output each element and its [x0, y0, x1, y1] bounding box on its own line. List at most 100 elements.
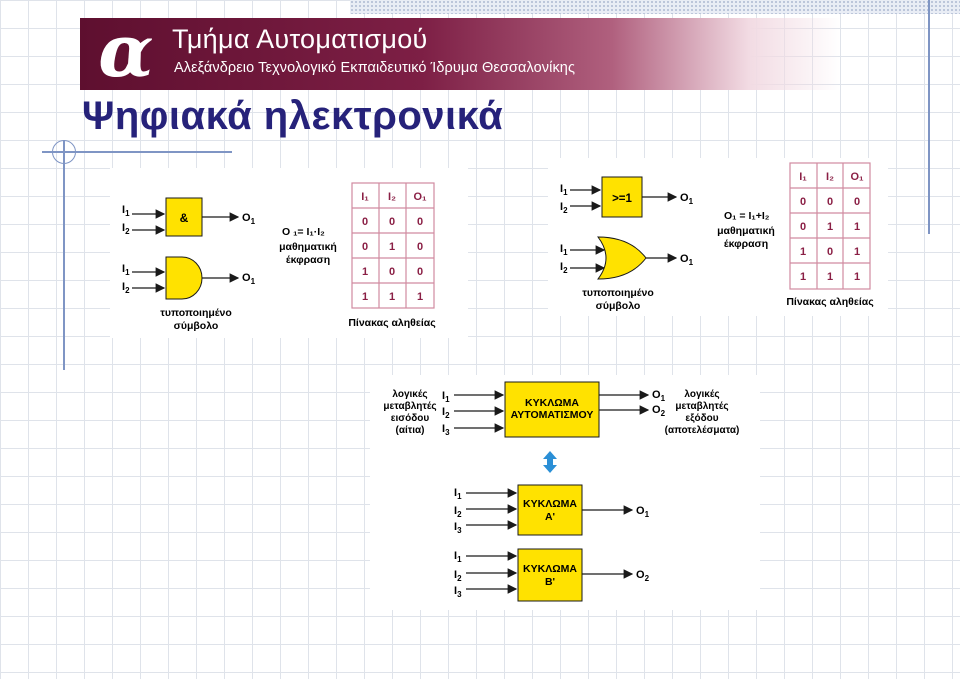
or-gate-shape [596, 236, 647, 280]
b-input-3-label: I3 [454, 585, 462, 599]
department-name: Τμήμα Αυτοματισμού [172, 24, 428, 54]
main-box-line-1: ΚΥΚΛΩΜΑ [525, 397, 579, 409]
and-input-2-label: I2 [122, 222, 130, 236]
or-cell: 1 [800, 271, 806, 283]
a-input-2-label: I2 [454, 505, 462, 519]
top-dotted-band [350, 0, 960, 14]
or-cell: 1 [827, 271, 833, 283]
decor-right-line [928, 0, 930, 234]
and-ansi-output-label: O1 [242, 272, 256, 286]
and-ansi-input-2-label: I2 [122, 281, 130, 295]
logo-alpha: α [98, 8, 154, 93]
a-input-1-label: I1 [454, 487, 462, 501]
or-input-2-label: I2 [560, 201, 568, 215]
institution-name: Αλεξάνδρειο Τεχνολογικό Εκπαιδευτικό Ίδρ… [174, 60, 576, 76]
input-caption-4: (αίτια) [396, 425, 425, 436]
or-ansi-input-1-label: I1 [560, 243, 568, 257]
or-header-o1: O₁ [850, 171, 864, 183]
or-expression: O₁ = I₁+I₂ [724, 210, 770, 222]
or-symbol-caption-1: τυποποιημένο [582, 287, 654, 299]
or-expression-caption-1: μαθηματική [717, 225, 775, 237]
or-truth-table: I₁ I₂ O₁ 0 0 0 0 1 1 1 0 1 1 1 1 [789, 162, 871, 290]
circuit-b-line-2: Β' [545, 576, 555, 588]
input-caption-2: μεταβλητές [383, 401, 436, 412]
page-title: Ψηφιακά ηλεκτρονικά [82, 94, 504, 138]
or-cell: 0 [827, 196, 833, 208]
main-output-1-label: O1 [652, 389, 666, 403]
or-ansi-output-label: O1 [680, 253, 694, 267]
automation-circuit-diagram: λογικές μεταβλητές εισόδου (αίτια) I1 I2… [383, 381, 740, 602]
input-caption-3: εισόδου [391, 413, 430, 424]
and-gate-shape [165, 256, 203, 300]
and-cell: 0 [417, 216, 423, 228]
or-header-i2: I₂ [826, 171, 834, 183]
input-caption-1: λογικές [392, 389, 427, 400]
and-cell: 1 [362, 266, 368, 278]
or-gate-diagram: I1 I2 >=1 O1 I1 I2 O1 τυποποιημένο σύμβο… [560, 162, 874, 312]
output-caption-4: (αποτελέσματα) [665, 425, 740, 436]
and-expression: O ₁= I₁·I₂ [282, 226, 325, 238]
or-gate-panel: I1 I2 >=1 O1 I1 I2 O1 τυποποιημένο σύμβο… [548, 158, 888, 316]
output-caption-2: μεταβλητές [675, 401, 728, 412]
automation-circuit-panel: λογικές μεταβλητές εισόδου (αίτια) I1 I2… [370, 375, 760, 610]
and-header-i2: I₂ [388, 191, 396, 203]
and-gate-panel: I1 I2 & O1 I1 I2 O1 τυποποιημένο σύμβολο… [110, 168, 468, 338]
and-truth-table: I₁ I₂ O₁ 0 0 0 0 1 0 1 0 0 1 1 1 [351, 182, 435, 309]
and-ansi-input-1-label: I1 [122, 263, 130, 277]
output-caption-1: λογικές [684, 389, 719, 400]
circuit-a-line-1: ΚΥΚΛΩΜΑ [523, 498, 577, 510]
and-gate-symbol: & [180, 211, 189, 225]
decor-vertical-line [63, 140, 65, 370]
or-truth-caption: Πίνακας αληθείας [786, 296, 874, 308]
and-expression-caption-2: έκφραση [286, 254, 330, 266]
or-cell: 1 [854, 221, 860, 233]
header-banner: α Τμήμα Αυτοματισμού Αλεξάνδρειο Τεχνολο… [80, 8, 840, 93]
circuit-a-line-2: Α' [545, 511, 555, 523]
and-cell: 1 [417, 291, 423, 303]
and-cell: 0 [389, 266, 395, 278]
and-gate-box [165, 197, 203, 237]
or-cell: 1 [800, 246, 806, 258]
and-cell: 1 [362, 291, 368, 303]
main-box-line-2: ΑΥΤΟΜΑΤΙΣΜΟΥ [511, 409, 594, 421]
main-output-2-label: O2 [652, 404, 666, 418]
or-output-label: O1 [680, 192, 694, 206]
and-cell: 0 [417, 241, 423, 253]
and-cell: 0 [417, 266, 423, 278]
and-cell: 1 [389, 241, 395, 253]
or-header-i1: I₁ [799, 171, 807, 183]
or-cell: 0 [827, 246, 833, 258]
or-expression-caption-2: έκφραση [724, 238, 768, 250]
circuit-a-box [517, 484, 583, 536]
and-symbol-caption-2: σύμβολο [174, 320, 219, 332]
or-cell: 0 [800, 196, 806, 208]
output-caption-3: εξόδου [685, 413, 718, 424]
and-gate-diagram: I1 I2 & O1 I1 I2 O1 τυποποιημένο σύμβολο… [122, 182, 436, 332]
and-symbol-caption-1: τυποποιημένο [160, 307, 232, 319]
or-cell: 1 [827, 221, 833, 233]
and-cell: 0 [362, 216, 368, 228]
or-cell: 0 [854, 196, 860, 208]
or-cell: 1 [854, 271, 860, 283]
decor-horizontal-line [42, 151, 232, 153]
and-cell: 0 [362, 241, 368, 253]
b-input-1-label: I1 [454, 550, 462, 564]
b-output-label: O2 [636, 569, 650, 583]
or-input-1-label: I1 [560, 183, 568, 197]
decor-circle [52, 140, 76, 164]
or-cell: 0 [800, 221, 806, 233]
and-output-label: O1 [242, 212, 256, 226]
circuit-b-box [517, 548, 583, 602]
or-symbol-caption-2: σύμβολο [596, 300, 641, 312]
and-expression-caption-1: μαθηματική [279, 241, 337, 253]
main-input-3-label: I3 [442, 423, 450, 437]
circuit-b-line-1: ΚΥΚΛΩΜΑ [523, 563, 577, 575]
double-arrow-icon [543, 451, 557, 473]
automation-circuit-box [504, 381, 600, 438]
or-cell: 1 [854, 246, 860, 258]
or-gate-symbol: >=1 [612, 193, 632, 205]
main-input-1-label: I1 [442, 390, 450, 404]
main-input-2-label: I2 [442, 406, 450, 420]
a-input-3-label: I3 [454, 521, 462, 535]
b-input-2-label: I2 [454, 569, 462, 583]
